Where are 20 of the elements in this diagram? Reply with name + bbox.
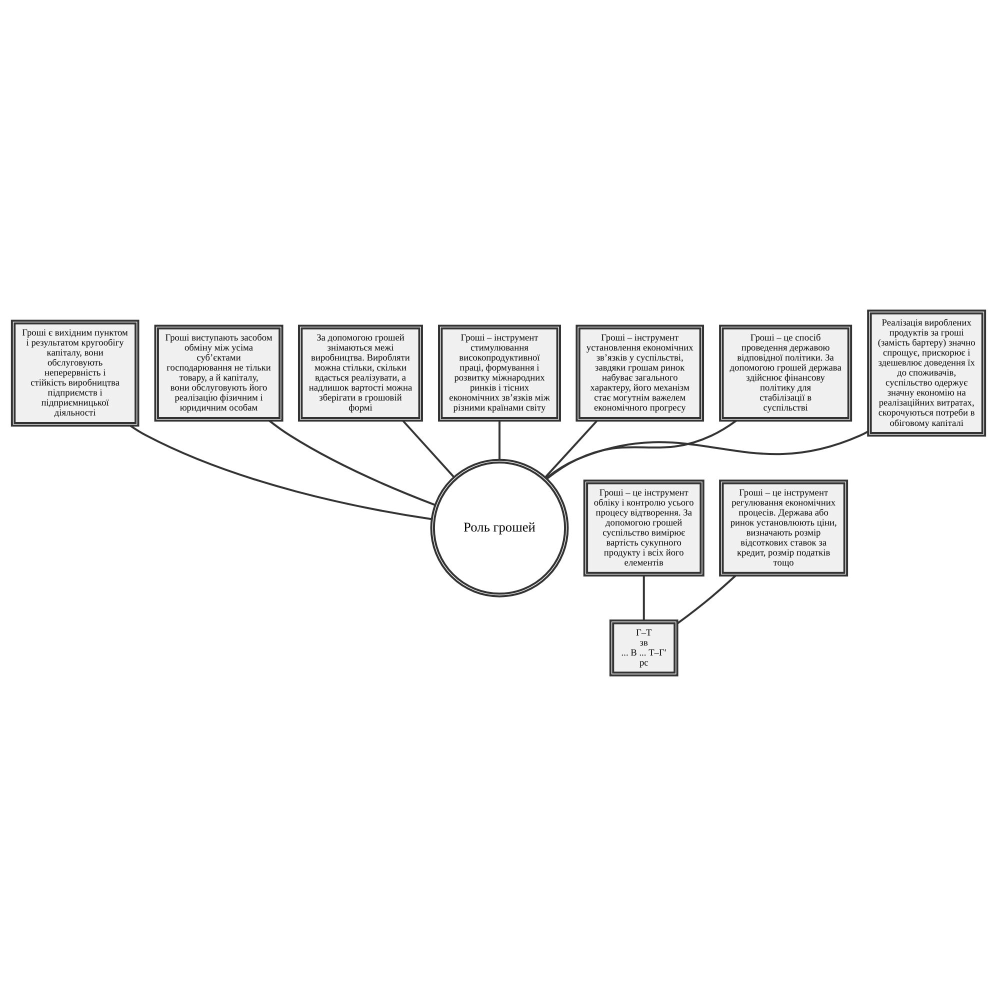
connector <box>268 420 436 506</box>
connector <box>544 420 598 478</box>
connector <box>676 574 736 624</box>
connector <box>642 576 645 620</box>
connector <box>546 420 737 480</box>
connector <box>402 420 455 478</box>
node-box: Гроші – інструмент стимулювання високопродуктивної праці, формування і розвитку міжнародних ринків і тісних економічних зв’язків між різними країнами світу <box>438 324 561 422</box>
node-box: Гроші – інструмент установлення економічних зв’язків у суспільстві, завдяки грошам ринок набуває загального характеру, його механізм стає могутнім важелем економічного прогресу <box>576 324 704 422</box>
connector <box>130 424 432 520</box>
node-box: За допомогою грошей знімаються межі виробництва. Виробляти можна стільки, скільки вдасться реалізувати, а надлишок вартості можна зберігати в грошовій формі <box>298 324 423 422</box>
node-box: Гроші – це спосіб проведення державою відповідної політики. За допомогою грошей держава здійснює фінансову політику для стабілізації в суспільстві <box>719 324 852 422</box>
node-box: Гроші – це інструмент обліку і контролю усього процесу відтворення. За допомогою грошей суспільство вимірює вартість сукупного продукту і всіх його елементів <box>583 480 704 577</box>
node-box: Гроші – це інструмент регулювання економічних процесів. Держава або ринок установлюють ціни, визначають розмір відсоткових ставок за кредит, розмір податків тощо <box>719 480 848 577</box>
connector <box>498 420 500 460</box>
node-box: Гроші виступають засобом обміну між усіма суб’єктами господарювання не тільки товару, а й капіталу, вони обслуговують його реалізацію фізичним і юридичним особам <box>154 324 284 422</box>
connector <box>546 430 869 479</box>
node-box: Реалізація вироблених продуктів за гроші (замість бартеру) значно спрощує, прискорює і здешевлює доведення їх до споживачів, суспільство одержує значну економію на реалізаційних витратах, скорочуються потреби в обіговому капіталі <box>867 310 986 437</box>
node-box: Гроші є вихідним пунктом і результатом кругообігу капіталу, вони обслуговують неперервність і стійкість виробництва підприємств і підприємницької діяльності <box>10 320 140 427</box>
node-box: Г–Т зв ... В ... Т–Г′ рс <box>609 620 678 676</box>
node-circle: Роль грошей <box>430 458 569 598</box>
